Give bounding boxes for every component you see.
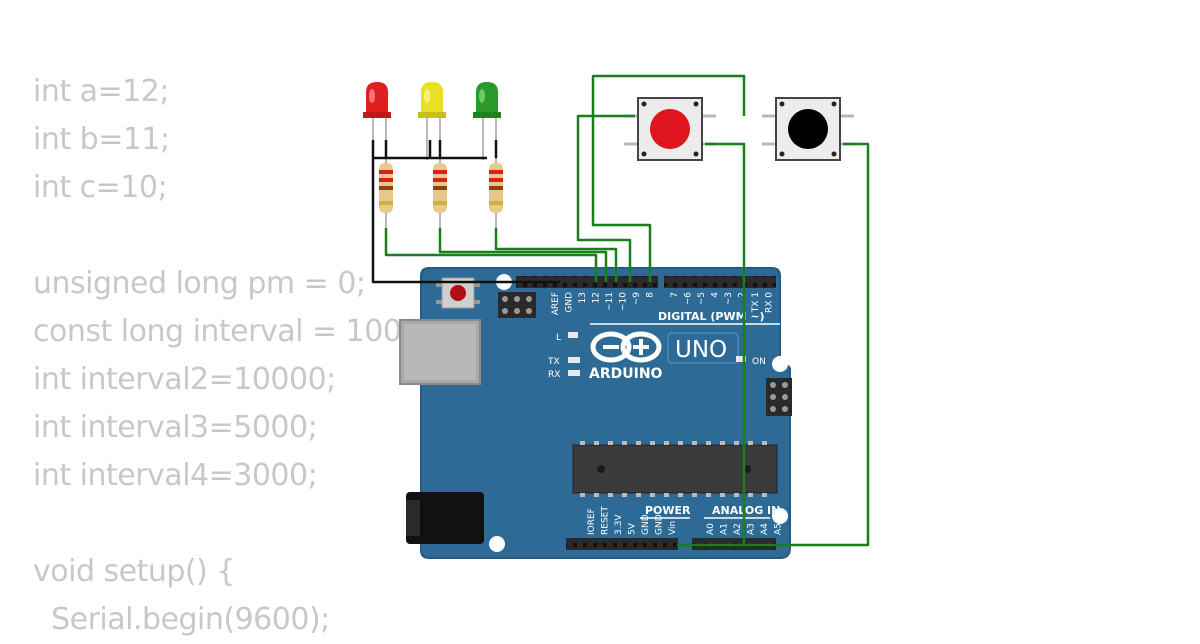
pin-label: ~6: [684, 292, 694, 306]
wire-button-black-pin8[interactable]: [591, 74, 746, 282]
on-led: [736, 356, 746, 362]
code-line: int a=12;: [33, 74, 169, 109]
pin-label: A0: [706, 523, 716, 535]
pin-label: A3: [747, 523, 757, 535]
pin-label: ~10: [619, 292, 629, 311]
pin-label: TX 1: [751, 292, 761, 313]
pin-label: Vin: [668, 521, 678, 535]
rx-led-label: RX: [548, 370, 560, 380]
icsp-header: [498, 292, 536, 318]
pin-label: IOREF: [587, 508, 597, 535]
tx-led-label: TX: [547, 357, 560, 367]
pin-label: A1: [720, 523, 730, 535]
digital-header-right[interactable]: [664, 276, 776, 288]
pin-label: A2: [733, 523, 743, 535]
code-line: int interval4=3000;: [33, 458, 318, 493]
pin-label: A5: [774, 523, 784, 535]
pin-label: 13: [578, 292, 588, 303]
l-led-label: L: [556, 333, 561, 343]
pin-label: 4: [711, 292, 721, 298]
code-line: int b=11;: [33, 122, 170, 157]
resistor-1: [379, 157, 393, 230]
power-header[interactable]: [566, 538, 678, 550]
code-line: unsigned long pm = 0;: [33, 266, 366, 301]
wire-led-red-pin12[interactable]: [384, 228, 598, 282]
pin-label: A4: [760, 523, 770, 535]
on-label: ON: [752, 357, 766, 367]
pin-label: 7: [670, 292, 680, 298]
pin-label: AREF: [551, 292, 561, 315]
mount-hole: [772, 356, 788, 372]
rx-led: [568, 370, 580, 376]
digital-header-left[interactable]: [516, 276, 658, 288]
pushbutton-black[interactable]: [762, 97, 854, 161]
code-line: int interval2=10000;: [33, 362, 336, 397]
pin-label: ~9: [632, 292, 642, 306]
wire-led-yellow-pin11[interactable]: [438, 228, 608, 282]
pin-label: GND: [565, 292, 575, 313]
wire-button-red-pin9[interactable]: [576, 114, 635, 282]
model-text: UNO: [675, 337, 727, 363]
wire-button-red-5v[interactable]: [677, 142, 746, 547]
pushbutton-red-cap[interactable]: [650, 109, 690, 149]
resistor-2: [433, 157, 447, 230]
pin-label: RX 0: [765, 292, 775, 313]
digital-header-label: DIGITAL (PWM ~): [658, 310, 765, 323]
power-jack: [406, 492, 484, 544]
resistor-3: [489, 157, 503, 230]
wire-ground[interactable]: [371, 140, 560, 284]
l-led: [568, 332, 578, 338]
power-label: POWER: [645, 504, 691, 517]
pin-label: 8: [646, 292, 656, 298]
tx-led: [568, 357, 580, 363]
wire-button-black-5v[interactable]: [744, 142, 870, 547]
reset-button-cap[interactable]: [450, 285, 466, 301]
brand-text: ARDUINO: [589, 366, 663, 382]
code-line: void setup() {: [33, 554, 235, 589]
pin-label: RESET: [601, 506, 611, 535]
mount-hole: [772, 508, 788, 524]
pushbutton-red[interactable]: [624, 97, 716, 161]
code-line: int c=10;: [33, 170, 168, 205]
pin-label: GND: [641, 514, 651, 535]
pin-label: ~5: [697, 292, 707, 305]
pin-label: 5V: [628, 522, 638, 535]
analog-label: ANALOG IN: [712, 504, 780, 517]
pushbutton-black-cap[interactable]: [788, 109, 828, 149]
code-line: int interval3=5000;: [33, 410, 318, 445]
pin-label: 2: [738, 292, 748, 298]
led-yellow: [418, 82, 446, 160]
pin-label: 12: [592, 292, 602, 303]
pin-label: GND: [655, 514, 665, 535]
model-badge: [667, 332, 739, 364]
arduino-logo-icon: [590, 331, 662, 363]
icsp-header-right: [766, 378, 792, 416]
pin-label: 3.3V: [614, 514, 624, 535]
pin-label: ~3: [724, 292, 734, 305]
pin-label: ~11: [605, 292, 615, 311]
wire-led-green-pin10[interactable]: [494, 228, 618, 282]
mount-hole: [489, 536, 505, 552]
